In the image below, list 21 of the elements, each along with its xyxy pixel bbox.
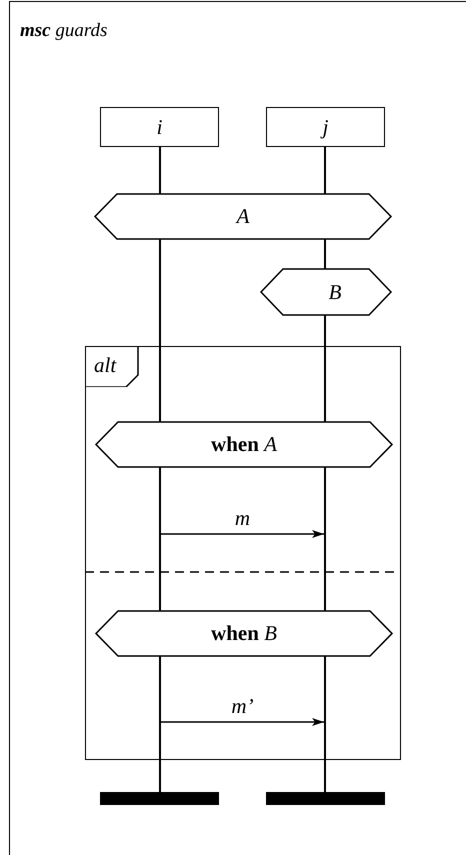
- message-arrow: [161, 718, 324, 726]
- condition-hexagon: [261, 269, 391, 315]
- alt-frame: [85, 346, 401, 760]
- condition-text: when A: [211, 432, 277, 457]
- fragment-label: alt: [94, 353, 116, 378]
- condition-text: B: [328, 280, 342, 304]
- condition-text: i: [156, 114, 162, 140]
- condition-hexagon: [95, 194, 391, 239]
- lifeline: [324, 147, 326, 792]
- instance-box: [100, 107, 219, 147]
- message-arrow: [161, 530, 324, 538]
- instance-end-bar: [266, 792, 385, 805]
- instance-end-bar: [100, 792, 219, 805]
- condition-text: A: [236, 204, 250, 229]
- lifeline: [159, 147, 161, 792]
- condition-hexagon: [96, 422, 392, 467]
- condition-hexagon: [96, 611, 392, 656]
- condition-text: j: [322, 114, 328, 140]
- instance-box: [266, 107, 385, 147]
- diagram-title: msc guards: [20, 20, 108, 42]
- condition-text: when B: [211, 621, 277, 646]
